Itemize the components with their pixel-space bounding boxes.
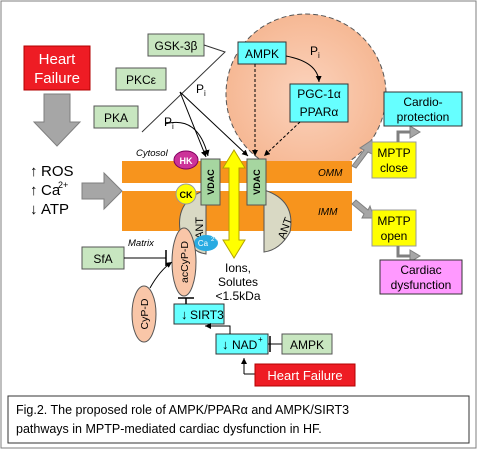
svg-text:protection: protection <box>397 110 450 124</box>
svg-text:close: close <box>380 161 408 175</box>
right-block-arrow <box>81 171 123 211</box>
svg-text:ANT: ANT <box>194 217 206 239</box>
dysfunction-box: Cardiac dysfunction <box>379 259 463 295</box>
kinase-bracket <box>141 44 226 133</box>
svg-text:GSK-3β: GSK-3β <box>155 39 198 53</box>
heart-failure-top-box: Heart Failure <box>23 45 91 91</box>
svg-text:PKA: PKA <box>104 111 128 125</box>
pi-upper: P <box>196 82 204 96</box>
svg-text:VDAC: VDAC <box>206 169 216 195</box>
ions-line2: Solutes <box>218 275 258 289</box>
sirt3-box: ↓ SIRT3 <box>173 303 225 325</box>
kinase-arrow-3 <box>164 121 210 157</box>
atp-label: ATP <box>41 201 69 218</box>
pkc-box: PKCε <box>115 67 167 91</box>
cardioprotection-box: Cardio- protection <box>383 91 463 127</box>
svg-text:VDAC: VDAC <box>252 169 262 195</box>
accypd-oval: acCyP-D <box>171 227 197 297</box>
svg-text:open: open <box>381 229 408 243</box>
vdac-left: VDAC <box>200 158 221 206</box>
svg-text:↓: ↓ <box>30 201 38 218</box>
nad-box: ↓ NAD + <box>215 333 269 355</box>
stress-factors: ↑ ROS ↑ Ca 2+ ↓ ATP <box>30 163 74 218</box>
mptp-close-box: MPTP close <box>371 141 417 179</box>
svg-text:↓: ↓ <box>181 307 188 322</box>
svg-text:CK: CK <box>180 190 193 200</box>
svg-text:AMPK: AMPK <box>290 338 324 352</box>
svg-text:↑: ↑ <box>30 163 38 180</box>
svg-text:acCyP-D: acCyP-D <box>179 241 191 283</box>
down-block-arrow <box>32 93 82 147</box>
to-cardioprotection-arrow <box>396 130 412 142</box>
svg-text:Ca: Ca <box>198 239 209 248</box>
imm-label: IMM <box>318 207 338 218</box>
gsk-box: GSK-3β <box>147 33 205 57</box>
ppar-dashed-arrow <box>263 121 301 157</box>
cypd-to-accypd-arrow <box>149 261 173 289</box>
heart-failure-top-line2: Failure <box>34 70 80 87</box>
pi-lower: P <box>164 115 172 129</box>
ion-flux-arrow <box>222 149 246 259</box>
svg-text:2+: 2+ <box>211 237 218 243</box>
svg-text:HK: HK <box>180 156 193 166</box>
matrix-label: Matrix <box>128 238 155 249</box>
kinase-arrow-1 <box>179 91 207 158</box>
cytosol-label: Cytosol <box>136 148 169 159</box>
svg-text:Cardiac: Cardiac <box>400 263 441 277</box>
ampk-pi: P <box>310 44 318 58</box>
svg-text:CyP-D: CyP-D <box>139 298 151 329</box>
svg-text:PKCε: PKCε <box>126 73 157 87</box>
vdac-right: VDAC <box>246 158 267 206</box>
caption-line1: Fig.2. The proposed role of AMPK/PPARα a… <box>16 403 349 417</box>
sfa-box: SfA <box>81 246 125 270</box>
svg-text:NAD: NAD <box>232 338 258 352</box>
hk-ellipse: HK <box>173 150 199 170</box>
svg-text:SIRT3: SIRT3 <box>190 308 224 322</box>
svg-text:PPARα: PPARα <box>300 105 339 119</box>
to-dysfunction-arrow <box>396 246 412 258</box>
svg-text:MPTP: MPTP <box>377 214 410 228</box>
pgc-ppar-box: PGC-1α PPARα <box>289 83 349 123</box>
heart-failure-bottom-box: Heart Failure <box>254 363 356 387</box>
ros-label: ROS <box>41 163 74 180</box>
svg-text:i: i <box>318 51 320 60</box>
ions-line1: Ions, <box>225 261 251 275</box>
cypd-oval: CyP-D <box>131 285 157 343</box>
ant-right <box>263 189 292 253</box>
omm-label: OMM <box>318 168 343 179</box>
ck-circle: CK <box>175 183 197 205</box>
svg-text:+: + <box>258 335 263 344</box>
heart-failure-top-line1: Heart <box>39 51 77 68</box>
ca-bubble: Ca 2+ <box>194 235 218 251</box>
ampk-to-pgc-arrow <box>285 55 322 83</box>
caption-box <box>7 395 470 444</box>
svg-text:MPTP: MPTP <box>377 146 410 160</box>
ions-line3: <1.5kDa <box>215 289 260 303</box>
ampk-box: AMPK <box>237 41 287 65</box>
svg-text:SfA: SfA <box>93 252 112 266</box>
pka-box: PKA <box>93 105 139 129</box>
ca-label: Ca <box>41 182 61 199</box>
mptp-open-box: MPTP open <box>371 209 417 247</box>
caption-line2: pathways in MPTP-mediated cardiac dysfun… <box>16 422 322 436</box>
svg-text:AMPK: AMPK <box>245 47 279 61</box>
svg-text:Cardio-: Cardio- <box>403 95 442 109</box>
kinase-arrow-2 <box>179 91 249 157</box>
svg-text:↓: ↓ <box>222 337 229 352</box>
svg-text:i: i <box>204 89 206 98</box>
svg-text:i: i <box>172 122 174 131</box>
ca-sup: 2+ <box>58 180 68 190</box>
svg-text:Heart Failure: Heart Failure <box>267 368 342 383</box>
svg-text:dysfunction: dysfunction <box>391 278 452 292</box>
svg-text:PGC-1α: PGC-1α <box>297 87 341 101</box>
svg-text:↑: ↑ <box>30 182 38 199</box>
ampk-lower-box: AMPK <box>281 333 333 355</box>
nad-to-sirt3-arrow <box>205 323 231 334</box>
